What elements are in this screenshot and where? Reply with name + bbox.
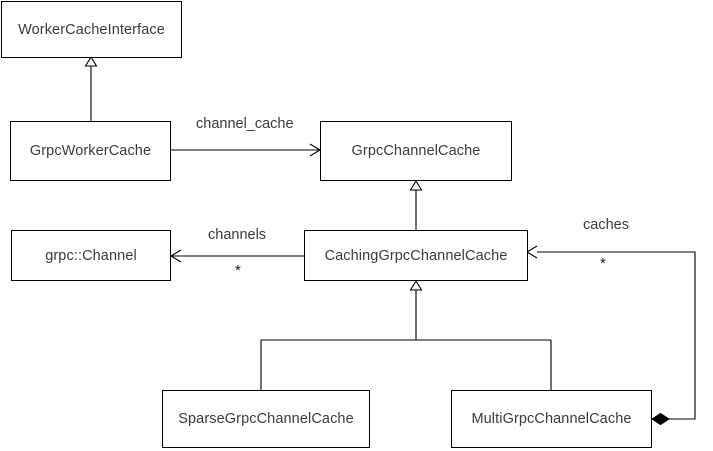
- connector-subclasses-to-caching-grpc-channel-cache: [260, 279, 552, 390]
- class-box-multi-grpc-channel-cache[interactable]: MultiGrpcChannelCache: [451, 390, 652, 448]
- class-box-grpc-worker-cache[interactable]: GrpcWorkerCache: [10, 121, 171, 181]
- class-label-grpc-channel: grpc::Channel: [45, 247, 137, 264]
- multiplicity-label-channels: *: [235, 262, 241, 279]
- class-box-sparse-grpc-channel-cache[interactable]: SparseGrpcChannelCache: [162, 390, 370, 448]
- class-label-worker-cache-interface: WorkerCacheInterface: [18, 21, 165, 38]
- class-label-sparse-grpc-channel-cache: SparseGrpcChannelCache: [178, 411, 354, 427]
- edge-label-channels: channels: [208, 227, 267, 243]
- class-box-grpc-channel-cache[interactable]: GrpcChannelCache: [320, 121, 512, 181]
- class-label-grpc-worker-cache: GrpcWorkerCache: [29, 143, 152, 159]
- edge-label-channel-cache: channel_cache: [196, 116, 294, 132]
- connector-caching-grpc-channel-cache-to-grpc-channel-cache: [409, 179, 423, 230]
- class-label-caching-grpc-channel-cache: CachingGrpcChannelCache: [324, 247, 508, 264]
- multiplicity-label-caches: *: [600, 255, 606, 272]
- class-box-caching-grpc-channel-cache[interactable]: CachingGrpcChannelCache: [304, 230, 528, 281]
- class-label-grpc-channel-cache: GrpcChannelCache: [351, 143, 481, 159]
- connector-caching-grpc-channel-cache-to-grpc-channel: [169, 249, 304, 263]
- class-label-multi-grpc-channel-cache: MultiGrpcChannelCache: [471, 411, 632, 427]
- connector-grpc-worker-cache-to-grpc-channel-cache: [171, 143, 322, 157]
- class-box-grpc-channel[interactable]: grpc::Channel: [11, 230, 171, 281]
- class-box-worker-cache-interface[interactable]: WorkerCacheInterface: [1, 1, 182, 58]
- connector-grpc-worker-cache-to-worker-cache-interface: [84, 55, 98, 121]
- edge-label-caches: caches: [583, 217, 629, 233]
